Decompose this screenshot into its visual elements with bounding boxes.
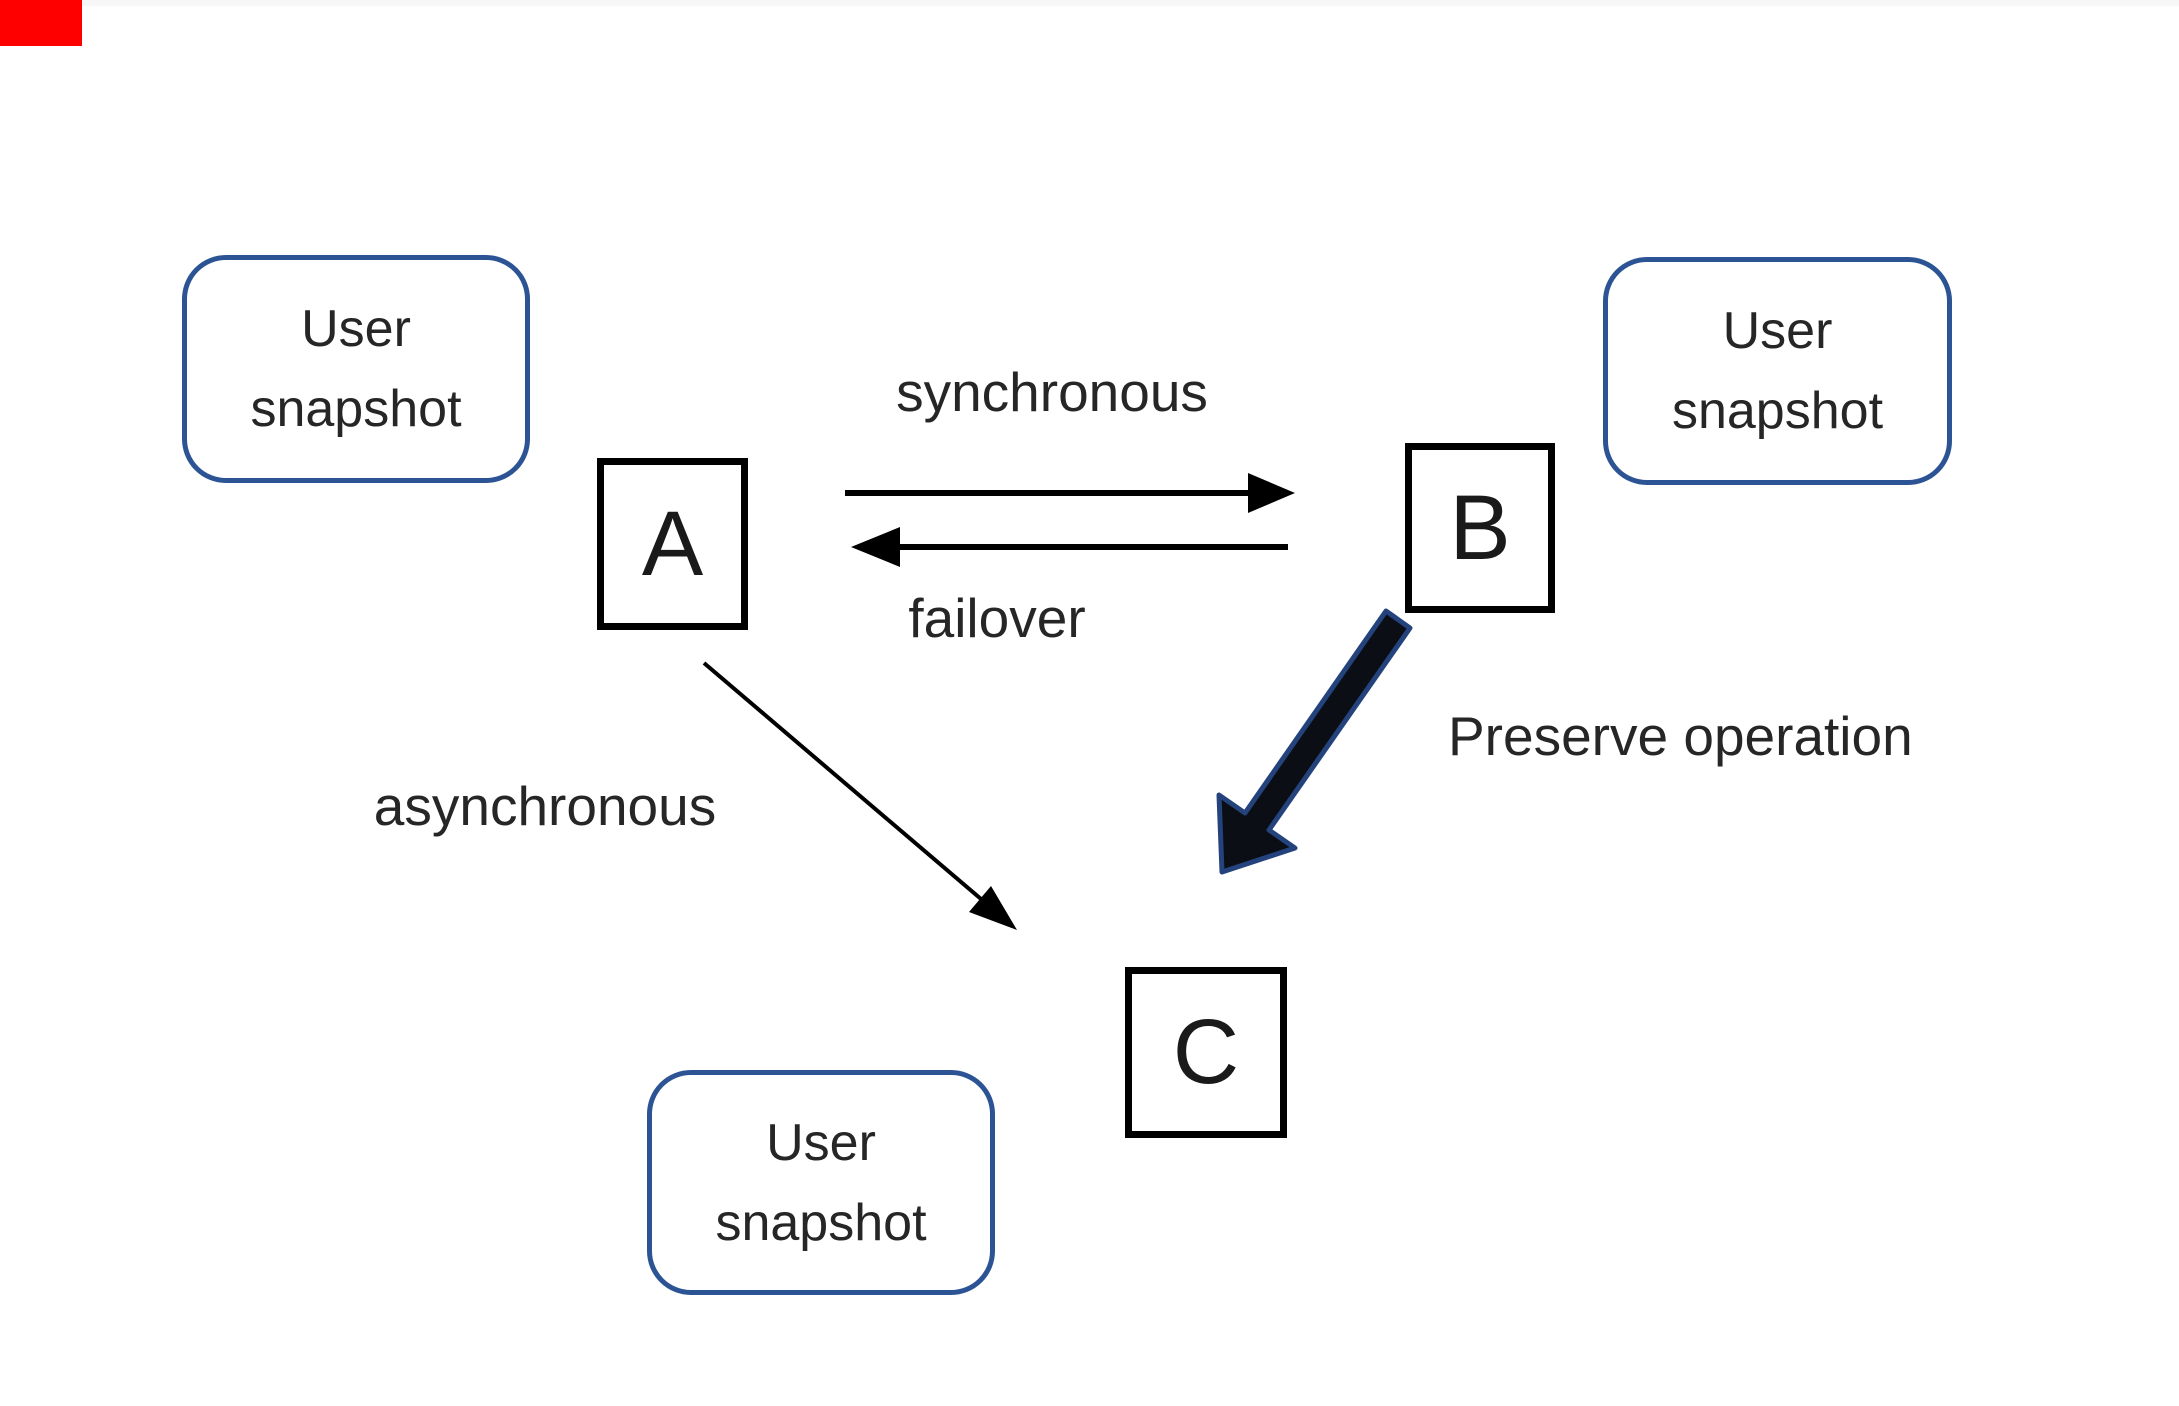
snapshot-text-line1: User bbox=[1722, 302, 1833, 360]
synchronous-label: synchronous bbox=[896, 361, 1208, 423]
preserve-operation-label: Preserve operation bbox=[1448, 705, 1913, 767]
user-snapshot-box-top-left: User snapshot bbox=[182, 255, 530, 483]
red-corner-marker bbox=[0, 0, 82, 46]
node-a: A bbox=[597, 458, 748, 630]
node-b: B bbox=[1405, 443, 1555, 613]
node-c: C bbox=[1125, 967, 1287, 1138]
node-a-label: A bbox=[641, 492, 704, 595]
failover-label: failover bbox=[908, 587, 1086, 649]
snapshot-text-line2: snapshot bbox=[715, 1193, 927, 1252]
failover-arrow bbox=[851, 527, 1288, 567]
user-snapshot-box-top-right: User snapshot bbox=[1603, 257, 1952, 485]
snapshot-text-line2: snapshot bbox=[250, 380, 462, 438]
snapshot-text-line1: User bbox=[301, 300, 411, 358]
node-c-label: C bbox=[1172, 1001, 1240, 1103]
user-snapshot-box-bottom: User snapshot bbox=[647, 1070, 995, 1295]
asynchronous-arrow bbox=[702, 661, 1017, 930]
preserve-operation-arrow bbox=[1216, 608, 1413, 875]
snapshot-text-line1: User bbox=[766, 1113, 876, 1172]
node-b-label: B bbox=[1449, 476, 1511, 579]
asynchronous-label: asynchronous bbox=[373, 775, 717, 837]
synchronous-arrow bbox=[845, 473, 1295, 513]
snapshot-text-line2: snapshot bbox=[1671, 382, 1884, 440]
top-edge-strip bbox=[0, 0, 2179, 6]
